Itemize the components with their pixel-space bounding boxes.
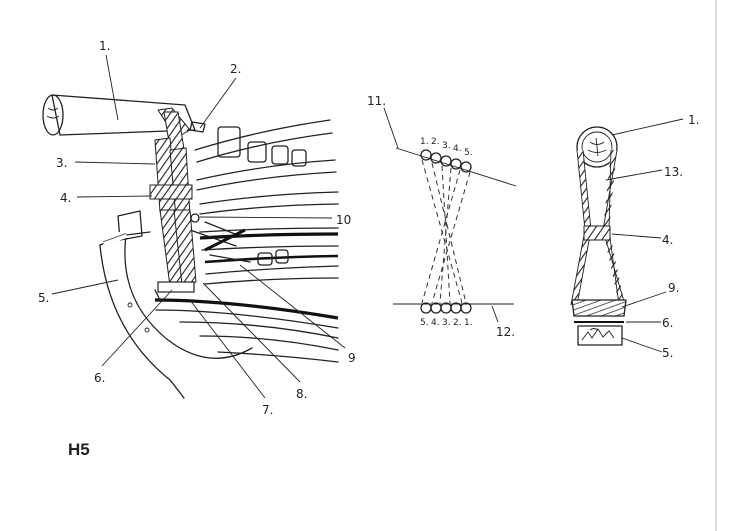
hull-planks <box>194 119 339 285</box>
right-view: 1. 13. 4. 9. 6. 5. <box>570 113 699 360</box>
peg <box>190 213 200 223</box>
bottom-number-4: 4. <box>431 318 440 328</box>
right-callout-1: 1. <box>688 113 699 127</box>
hull-body <box>99 210 339 399</box>
top-number-4: 4. <box>453 144 462 154</box>
crossing-lines <box>421 159 471 304</box>
top-number-3: 3. <box>442 141 451 151</box>
middle-view: 11. 12. 1. 2. 3. 4. 5. 5. 4. 3. 2. 1. <box>367 94 517 339</box>
callout-9: 9 <box>348 351 356 365</box>
top-sheaves <box>420 149 472 173</box>
deck-fittings <box>189 126 307 266</box>
yard-section <box>576 126 618 168</box>
iron-fitting <box>189 121 206 133</box>
bottom-number-3: 3. <box>442 318 451 328</box>
top-number-5: 5. <box>464 148 473 158</box>
callout-7: 7. <box>262 403 273 417</box>
top-number-1: 1. <box>420 137 429 147</box>
bottom-number-1: 1. <box>464 318 473 328</box>
bottom-number-5: 5. <box>420 318 429 328</box>
callout-6: 6. <box>94 371 105 385</box>
right-callout-4: 4. <box>662 233 673 247</box>
callout-2: 2. <box>230 62 241 76</box>
callout-10: 10 <box>336 213 351 227</box>
bottom-sheaves <box>420 302 472 314</box>
callout-4: 4. <box>60 191 71 205</box>
label-11: 11. <box>367 94 386 108</box>
leader-lines <box>51 54 346 399</box>
callout-8: 8. <box>296 387 307 401</box>
left-view: 1. 2. 3. 4. 5. 6. 7. 8. 9 10 <box>38 39 356 417</box>
rope-sling <box>149 107 197 293</box>
callout-3: 3. <box>56 156 67 170</box>
callout-1: 1. <box>99 39 110 53</box>
right-callout-9: 9. <box>668 281 679 295</box>
right-leader-lines <box>605 118 684 353</box>
top-number-2: 2. <box>431 137 440 147</box>
figure-id: H5 <box>68 440 90 459</box>
bottom-number-2: 2. <box>453 318 462 328</box>
right-callout-13: 13. <box>664 165 683 179</box>
right-callout-5: 5. <box>662 346 673 360</box>
line-11 <box>395 147 517 187</box>
yard-spar <box>42 94 196 136</box>
callout-5: 5. <box>38 291 49 305</box>
label-12: 12. <box>496 325 515 339</box>
right-callout-6: 6. <box>662 316 673 330</box>
